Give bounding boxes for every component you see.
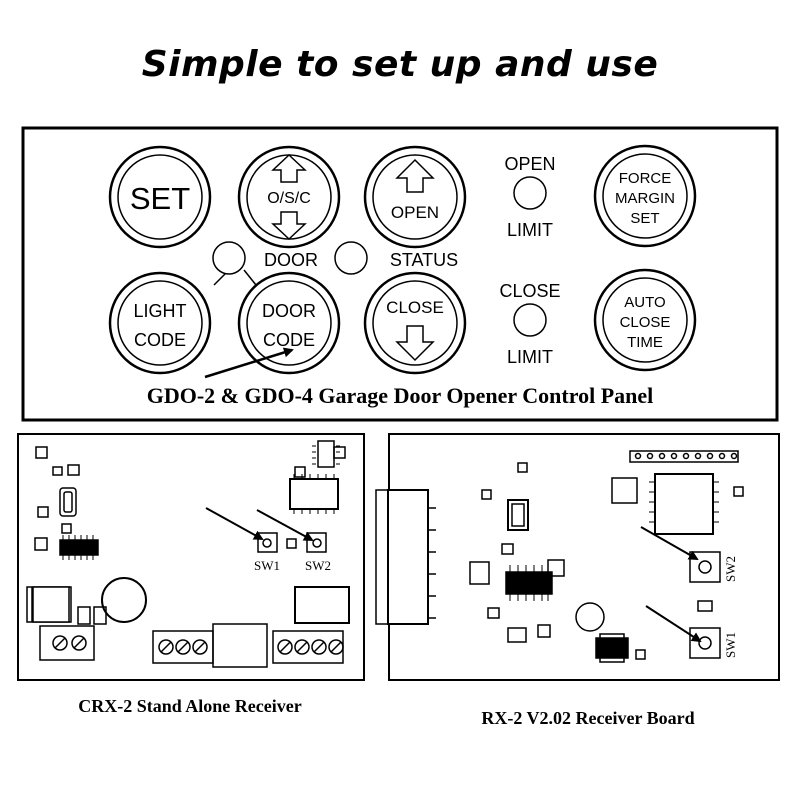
svg-text:O/S/C: O/S/C [267, 190, 311, 207]
osc-button[interactable]: O/S/C [237, 145, 341, 249]
up-arrow-icon [395, 158, 435, 193]
crx2-sw1-label: SW1 [254, 558, 280, 573]
svg-text:AUTO: AUTO [624, 294, 665, 311]
headline: Simple to set up and use [141, 44, 659, 85]
svg-text:MARGIN: MARGIN [615, 190, 675, 207]
rx2-caption: RX-2 V2.02 Receiver Board [481, 708, 694, 728]
rx2-sw2-label: SW2 [723, 556, 738, 582]
down-arrow-icon [271, 211, 307, 241]
svg-text:CLOSE: CLOSE [386, 298, 444, 317]
open-limit-indicator: OPEN LIMIT [504, 154, 555, 240]
svg-text:TIME: TIME [627, 334, 663, 351]
door-code-button[interactable]: DOOR CODE [204, 271, 341, 379]
svg-text:CLOSE: CLOSE [499, 281, 560, 301]
svg-text:LIGHT: LIGHT [133, 301, 186, 321]
svg-text:OPEN: OPEN [391, 203, 439, 222]
svg-text:SET: SET [630, 210, 659, 227]
force-margin-set-button[interactable]: FORCE MARGIN SET [593, 144, 697, 248]
svg-text:SET: SET [130, 181, 190, 216]
set-button[interactable]: SET [108, 145, 212, 249]
down-arrow-icon [395, 325, 435, 362]
close-button[interactable]: CLOSE [363, 271, 467, 375]
crx2-board [17, 433, 365, 681]
close-limit-indicator: CLOSE LIMIT [499, 281, 560, 367]
open-button[interactable]: OPEN [363, 145, 467, 249]
pointer-arrow [204, 347, 294, 379]
auto-close-time-button[interactable]: AUTO CLOSE TIME [593, 268, 697, 372]
svg-text:CODE: CODE [134, 330, 186, 350]
control-panel: SET O/S/C OPEN OPEN LIMIT FORCE [21, 126, 779, 422]
crx2-sw2-label: SW2 [305, 558, 331, 573]
rx2-sw1-label: SW1 [723, 632, 738, 658]
svg-text:DOOR: DOOR [264, 250, 318, 270]
light-code-button[interactable]: LIGHT CODE [108, 271, 212, 375]
svg-text:FORCE: FORCE [619, 170, 672, 187]
panel-caption: GDO-2 & GDO-4 Garage Door Opener Control… [147, 383, 654, 408]
up-arrow-icon [271, 153, 307, 183]
svg-text:OPEN: OPEN [504, 154, 555, 174]
svg-text:DOOR: DOOR [262, 301, 316, 321]
svg-text:STATUS: STATUS [390, 250, 458, 270]
svg-text:CODE: CODE [263, 330, 315, 350]
rx2-board [375, 433, 780, 681]
door-status-indicators: DOOR STATUS [212, 241, 458, 286]
svg-text:LIMIT: LIMIT [507, 347, 553, 367]
crx2-caption: CRX-2 Stand Alone Receiver [78, 696, 301, 716]
svg-text:LIMIT: LIMIT [507, 220, 553, 240]
svg-text:CLOSE: CLOSE [620, 314, 671, 331]
